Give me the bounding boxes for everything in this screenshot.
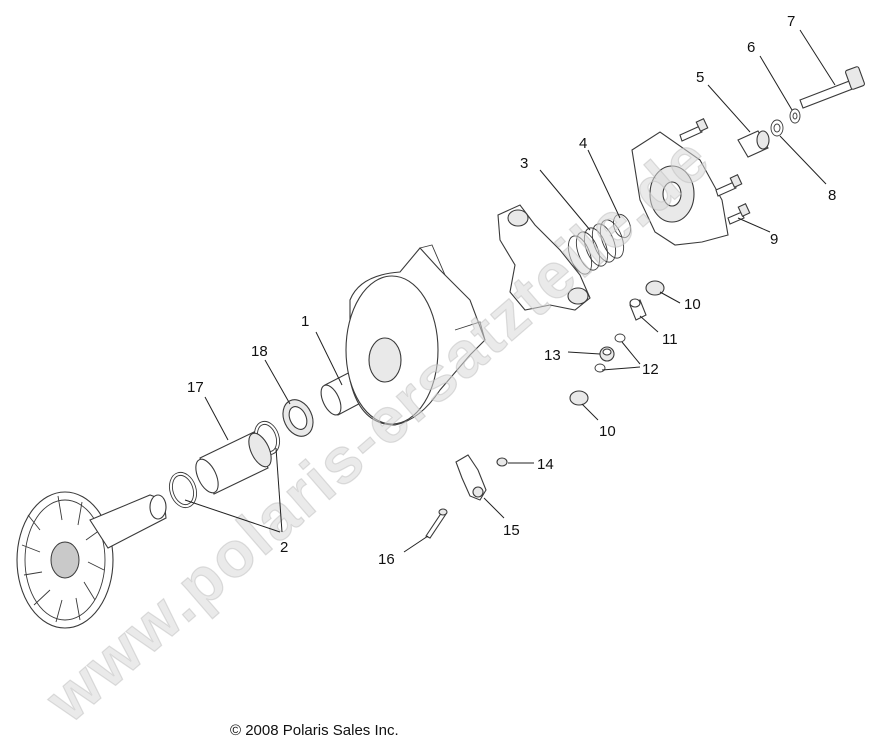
callout-16: 16 xyxy=(378,551,395,568)
washer-12-upper xyxy=(614,333,626,343)
callout-4: 4 xyxy=(579,135,587,152)
washer-6 xyxy=(789,108,801,124)
roller-10-upper xyxy=(645,280,665,296)
watermark-text: www.polaris-ersatzteile.de xyxy=(31,121,723,736)
copyright-notice: © 2008 Polaris Sales Inc. xyxy=(230,722,399,739)
callout-8: 8 xyxy=(828,187,836,204)
fixed-sheave-with-shaft xyxy=(16,491,167,629)
callout-7: 7 xyxy=(787,13,795,30)
spring-3 xyxy=(567,219,625,275)
weight-arm-15 xyxy=(455,454,487,501)
roller-10-lower xyxy=(569,390,589,406)
callout-11: 11 xyxy=(662,331,678,348)
callout-13: 13 xyxy=(544,347,561,364)
snap-ring-2-lower xyxy=(168,471,198,509)
leader-lines xyxy=(184,29,836,553)
pin-11 xyxy=(629,298,647,321)
callout-14: 14 xyxy=(537,456,554,473)
bushing-sleeve-17 xyxy=(195,431,272,495)
cover xyxy=(631,131,729,246)
callout-15: 15 xyxy=(503,522,520,539)
bushing-13 xyxy=(599,346,615,362)
callout-1: 1 xyxy=(301,313,309,330)
callout-6: 6 xyxy=(747,39,755,56)
callout-9: 9 xyxy=(770,231,778,248)
callout-5: 5 xyxy=(696,69,704,86)
bolt-9-middle xyxy=(715,174,743,197)
bolt-9-upper xyxy=(679,118,709,142)
bolt-9-lower xyxy=(727,203,751,225)
pin-16 xyxy=(425,508,448,539)
ring-4 xyxy=(612,213,632,239)
callout-2: 2 xyxy=(280,539,288,556)
spider xyxy=(497,204,591,311)
callout-3: 3 xyxy=(520,155,528,172)
bushing-5 xyxy=(737,130,770,158)
callout-18: 18 xyxy=(251,343,268,360)
callout-10-upper: 10 xyxy=(684,296,701,313)
washer-8 xyxy=(770,119,784,137)
nut-14 xyxy=(496,457,508,467)
washer-12-lower xyxy=(594,363,606,373)
moveable-sheave xyxy=(345,244,486,426)
callout-12: 12 xyxy=(642,361,659,378)
callout-10-lower: 10 xyxy=(599,423,616,440)
callout-labels: 1 2 3 4 5 6 7 8 9 10 10 11 12 13 14 15 1… xyxy=(187,13,836,568)
bolt-7 xyxy=(799,66,865,109)
bearing-18 xyxy=(282,399,314,437)
callout-17: 17 xyxy=(187,379,204,396)
